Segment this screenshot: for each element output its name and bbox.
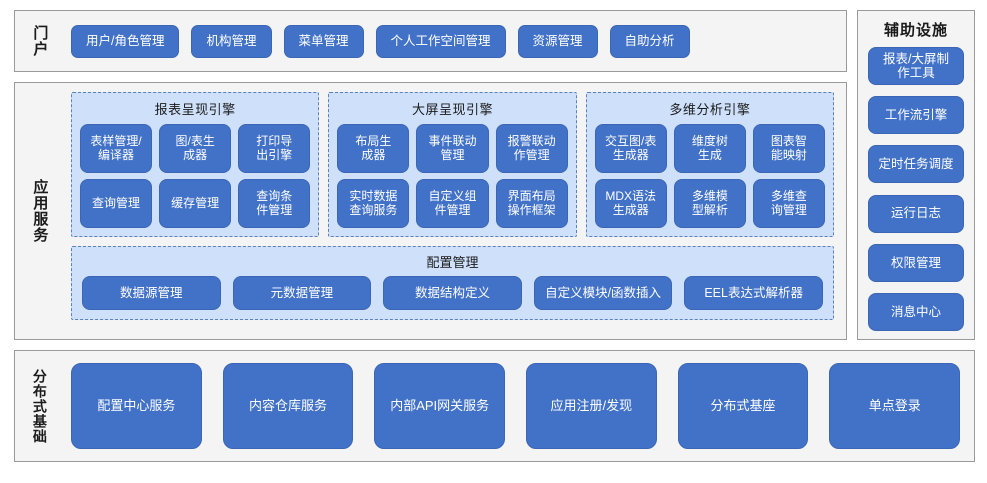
aux-item-message-center[interactable]: 消息中心 [868,292,964,331]
engine-item-query-management[interactable]: 查询管理 [80,179,153,228]
dist-item-internal-api-gateway-service[interactable]: 内部API网关服务 [374,363,506,449]
dist-item-single-sign-on[interactable]: 单点登录 [829,363,961,449]
distributed-foundation-row: 配置中心服务 内容仓库服务 内部API网关服务 应用注册/发现 分布式基座 单点… [71,363,961,449]
engine-item-template-management-compiler[interactable]: 表样管理/ 编译器 [80,124,153,173]
engine-item-cache-management[interactable]: 缓存管理 [159,179,232,228]
engine-multidimensional-analysis: 多维分析引擎 交互图/表 生成器 维度树 生成 图表智 能映射 MDX语法 生成… [585,92,834,237]
engine-item-layout-generator[interactable]: 布局生 成器 [337,124,410,173]
application-services-body: 报表呈现引擎 表样管理/ 编译器 图/表生 成器 打印导 出引擎 查询管理 缓存… [71,92,834,330]
engine-item-interactive-chart-table-generator[interactable]: 交互图/表 生成器 [594,124,667,173]
engine-item-event-linkage-management[interactable]: 事件联动 管理 [416,124,489,173]
engine-item-chart-smart-mapping[interactable]: 图表智 能映射 [752,124,825,173]
aux-item-scheduled-task-scheduling[interactable]: 定时任务调度 [868,145,964,184]
portal-item-menu-management[interactable]: 菜单管理 [283,24,364,58]
engine-item-multidimensional-model-parsing[interactable]: 多维模 型解析 [673,179,746,228]
engine-report-rendering: 报表呈现引擎 表样管理/ 编译器 图/表生 成器 打印导 出引擎 查询管理 缓存… [71,92,320,237]
application-services-section: 应用服务 报表呈现引擎 表样管理/ 编译器 图/表生 成器 打印导 出引擎 查询… [14,82,847,340]
engine-item-realtime-data-query-service[interactable]: 实时数据 查询服务 [337,179,410,228]
dist-item-distributed-base[interactable]: 分布式基座 [677,363,809,449]
engine-item-chart-table-generator[interactable]: 图/表生 成器 [159,124,232,173]
engine-large-screen-rendering-grid: 布局生 成器 事件联动 管理 报警联动 作管理 实时数据 查询服务 自定义组 件… [337,124,568,228]
distributed-foundation-section: 分布式基础 配置中心服务 内容仓库服务 内部API网关服务 应用注册/发现 分布… [14,350,975,462]
engine-item-dimension-tree-generation[interactable]: 维度树 生成 [673,124,746,173]
aux-item-runtime-logs[interactable]: 运行日志 [868,194,964,233]
engine-multidimensional-analysis-grid: 交互图/表 生成器 维度树 生成 图表智 能映射 MDX语法 生成器 多维模 型… [594,124,825,228]
engine-report-rendering-grid: 表样管理/ 编译器 图/表生 成器 打印导 出引擎 查询管理 缓存管理 查询条 … [80,124,311,228]
aux-item-workflow-engine[interactable]: 工作流引擎 [868,96,964,135]
engine-item-alarm-linkage-action-management[interactable]: 报警联动 作管理 [495,124,568,173]
engine-report-rendering-title: 报表呈现引擎 [154,102,236,117]
config-item-data-structure-definition[interactable]: 数据结构定义 [383,276,522,310]
config-item-custom-module-function-insertion[interactable]: 自定义模块/函数插入 [533,276,673,310]
dist-item-application-registry-discovery[interactable]: 应用注册/发现 [526,363,657,449]
configuration-management-row: 数据源管理 元数据管理 数据结构定义 自定义模块/函数插入 EEL表达式解析器 [82,276,823,310]
engine-item-query-condition-management[interactable]: 查询条 件管理 [238,179,311,228]
portal-section: 门户 用户/角色管理 机构管理 菜单管理 个人工作空间管理 资源管理 自助分析 [14,10,847,72]
engines-row: 报表呈现引擎 表样管理/ 编译器 图/表生 成器 打印导 出引擎 查询管理 缓存… [71,92,834,237]
portal-section-label: 门户 [31,25,49,57]
dist-item-content-repository-service[interactable]: 内容仓库服务 [222,363,354,449]
engine-large-screen-rendering-title: 大屏呈现引擎 [411,102,493,117]
portal-item-resource-management[interactable]: 资源管理 [517,24,598,58]
distributed-foundation-section-label: 分布式基础 [31,368,48,444]
portal-item-organization-management[interactable]: 机构管理 [191,24,272,58]
portal-item-self-service-analysis[interactable]: 自助分析 [609,24,690,58]
auxiliary-facilities-list: 报表/大屏制 作工具 工作流引擎 定时任务调度 运行日志 权限管理 消息中心 [868,47,964,331]
engine-item-ui-layout-operation-framework[interactable]: 界面布局 操作框架 [495,179,568,228]
engine-item-multidimensional-query-management[interactable]: 多维查 询管理 [752,179,825,228]
portal-item-user-role-management[interactable]: 用户/角色管理 [71,24,180,58]
engine-item-custom-component-management[interactable]: 自定义组 件管理 [416,179,489,228]
configuration-management-title: 配置管理 [426,255,479,270]
engine-large-screen-rendering: 大屏呈现引擎 布局生 成器 事件联动 管理 报警联动 作管理 实时数据 查询服务… [328,92,577,237]
engine-item-mdx-syntax-generator[interactable]: MDX语法 生成器 [594,179,667,228]
dist-item-config-center-service[interactable]: 配置中心服务 [71,363,202,449]
config-item-metadata-management[interactable]: 元数据管理 [232,276,372,310]
auxiliary-facilities-section: 辅助设施 报表/大屏制 作工具 工作流引擎 定时任务调度 运行日志 权限管理 消… [857,10,975,340]
application-services-section-label: 应用服务 [31,179,49,243]
engine-multidimensional-analysis-title: 多维分析引擎 [669,102,751,117]
portal-button-row: 用户/角色管理 机构管理 菜单管理 个人工作空间管理 资源管理 自助分析 [71,11,834,71]
aux-item-report-dashboard-authoring-tool[interactable]: 报表/大屏制 作工具 [868,47,964,85]
config-item-datasource-management[interactable]: 数据源管理 [82,276,221,310]
configuration-management-box: 配置管理 数据源管理 元数据管理 数据结构定义 自定义模块/函数插入 EEL表达… [71,246,834,320]
config-item-eel-expression-parser[interactable]: EEL表达式解析器 [684,276,823,310]
portal-item-personal-workspace-management[interactable]: 个人工作空间管理 [375,24,506,58]
auxiliary-facilities-title: 辅助设施 [883,22,948,39]
engine-item-print-export-engine[interactable]: 打印导 出引擎 [238,124,311,173]
aux-item-permission-management[interactable]: 权限管理 [868,243,964,282]
